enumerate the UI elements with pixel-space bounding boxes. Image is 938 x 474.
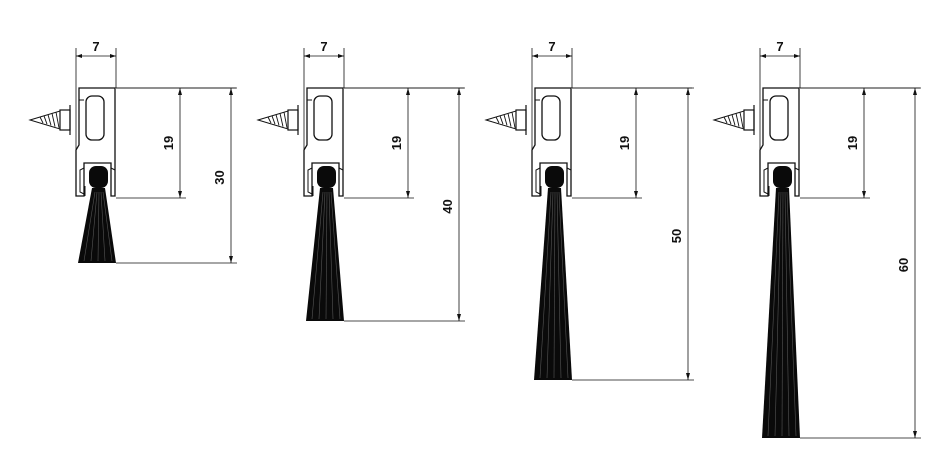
clamp-height-dimension: 19 xyxy=(344,87,464,199)
brush-bristles xyxy=(306,166,344,321)
profile-2: 7 19 40 xyxy=(256,39,465,322)
screw-icon xyxy=(712,105,755,135)
screw-icon xyxy=(28,105,71,135)
total-height-dimension: 30 xyxy=(116,87,237,264)
width-label: 7 xyxy=(320,39,327,54)
width-label: 7 xyxy=(548,39,555,54)
holder-profile xyxy=(759,87,800,197)
holder-profile xyxy=(303,87,344,197)
total-height-dimension: 50 xyxy=(572,87,694,381)
clamp-height-label: 19 xyxy=(161,136,176,150)
holder-profile xyxy=(75,87,116,197)
total-height-label: 50 xyxy=(669,229,684,243)
profile-1: 7 19 30 xyxy=(28,39,237,264)
brush-bristles xyxy=(762,166,800,438)
holder-profile xyxy=(531,87,572,197)
brush-bristles xyxy=(534,166,572,380)
clamp-height-label: 19 xyxy=(617,136,632,150)
width-dimension: 7 xyxy=(75,39,117,150)
width-label: 7 xyxy=(776,39,783,54)
width-dimension: 7 xyxy=(759,39,801,150)
total-height-label: 30 xyxy=(212,170,227,184)
total-height-dimension: 60 xyxy=(800,87,921,439)
total-height-dimension: 40 xyxy=(344,87,465,322)
total-height-label: 40 xyxy=(440,199,455,213)
total-height-label: 60 xyxy=(896,258,911,272)
width-dimension: 7 xyxy=(303,39,345,150)
screw-icon xyxy=(256,105,299,135)
width-label: 7 xyxy=(92,39,99,54)
width-dimension: 7 xyxy=(531,39,573,150)
profile-3: 7 19 50 xyxy=(484,39,694,381)
clamp-height-dimension: 19 xyxy=(800,87,920,199)
profile-4: 7 19 60 xyxy=(712,39,921,439)
brush-bristles xyxy=(78,166,116,263)
clamp-height-dimension: 19 xyxy=(572,87,692,199)
clamp-height-label: 19 xyxy=(845,136,860,150)
clamp-height-label: 19 xyxy=(389,136,404,150)
screw-icon xyxy=(484,105,527,135)
